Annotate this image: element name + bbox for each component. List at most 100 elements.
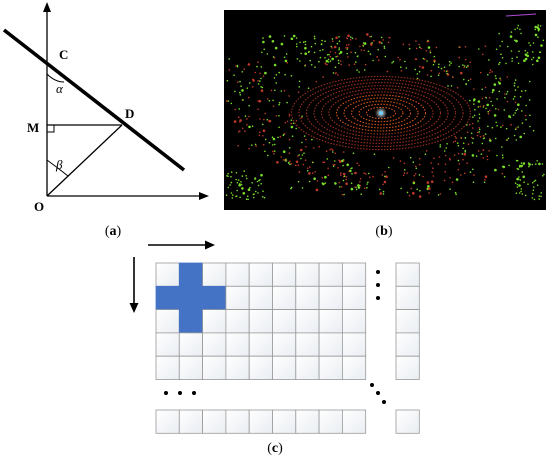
lidar-point [537,36,539,38]
grid-cell [248,285,273,310]
lidar-point [355,188,358,191]
lidar-point [427,40,430,43]
lidar-point [287,161,290,164]
scan-ring [313,85,449,141]
lidar-point [267,154,269,157]
angle-alpha-arc [46,73,65,83]
lidar-point [348,64,351,66]
lidar-point [501,172,504,175]
lidar-point [518,166,521,168]
lidar-point [246,87,249,89]
lidar-point [426,60,428,62]
scan-ring [305,82,457,144]
lidar-point [499,79,502,81]
lidar-point [445,70,448,73]
lidar-point [501,154,504,156]
lidar-point [514,39,516,41]
lidar-point [425,50,428,52]
lidar-point [264,71,267,75]
lidar-point [457,145,460,147]
lidar-point [301,154,304,156]
lidar-point [469,99,471,102]
scan-ring [290,75,472,151]
lidar-point [345,176,348,178]
scan-ring [298,78,464,148]
angle-beta-arc [46,159,69,177]
lidar-point [508,115,511,118]
lidar-point [338,48,340,51]
lidar-point [505,62,507,65]
lidar-point [419,46,421,48]
lidar-point [539,51,542,53]
lidar-point [418,195,422,198]
lidar-point [516,108,519,110]
lidar-point [532,42,535,44]
lidar-point [452,141,455,143]
lidar-point [437,194,440,196]
lidar-point [257,83,260,85]
lidar-point [515,109,517,112]
lidar-point [235,65,237,67]
lidar-point [521,122,524,124]
lidar-point [521,164,524,167]
lidar-point [511,57,513,60]
lidar-point [272,105,275,107]
lidar-point [369,35,371,38]
grid-cell [155,262,180,287]
lidar-point [392,157,395,159]
lidar-point [296,45,298,48]
lidar-point [528,80,531,83]
highlighted-cell [178,309,204,334]
lidar-point [295,164,297,167]
lidar-point [518,176,520,178]
corner-cell [395,409,420,434]
lidar-point [477,150,480,152]
lidar-point [413,174,416,177]
right-column-cell [395,285,420,310]
lidar-point [507,137,510,140]
lidar-point [254,71,256,74]
lidar-point [518,50,520,53]
lidar-point [325,150,328,152]
lidar-point [476,131,479,134]
lidar-point [473,103,475,105]
lidar-point [487,112,490,115]
lidar-point [495,77,497,80]
lidar-point [290,122,293,125]
lidar-point [245,198,248,200]
lidar-point [514,112,516,114]
lidar-point [466,162,469,164]
lidar-point [332,164,335,166]
lidar-point [531,163,534,166]
lidar-point [258,134,261,137]
lidar-point [517,62,520,65]
lidar-point [485,107,487,110]
lidar-point [347,34,350,37]
lidar-point [494,137,497,140]
lidar-point [419,65,421,68]
lidar-point [415,167,418,170]
lidar-point [254,178,256,180]
lidar-point [456,142,459,144]
lidar-point [506,100,509,103]
lidar-point [481,88,484,91]
lidar-point [238,183,241,187]
lidar-point [525,104,527,107]
lidar-point [260,86,262,88]
grid-cell [272,285,297,310]
lidar-point [280,156,283,158]
lidar-point [249,186,251,189]
lidar-point [458,163,461,165]
lidar-point [529,114,531,117]
right-angle-marker [46,124,55,133]
lidar-point [469,171,472,173]
lidar-point [521,193,524,195]
lidar-point [230,181,233,184]
grid-cell [225,285,250,310]
lidar-point [458,56,461,59]
lidar-point [443,66,446,69]
lidar-point [536,26,540,29]
lidar-point [444,163,447,166]
lidar-point [338,62,340,64]
lidar-point [239,91,241,94]
